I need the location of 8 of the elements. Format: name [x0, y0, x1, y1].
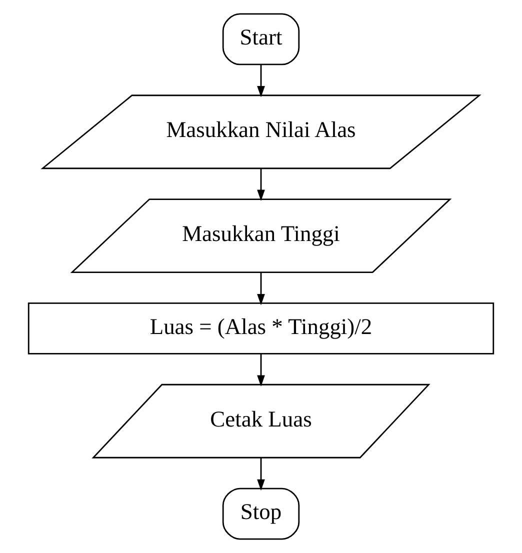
node-box: Stop [222, 488, 300, 540]
node-box: Start [222, 13, 300, 66]
arrow [257, 272, 265, 306]
arrow [257, 458, 265, 491]
arrow [257, 168, 265, 201]
node-box: Luas = (Alas * Tinggi)/2 [28, 302, 494, 354]
arrow [257, 354, 265, 387]
arrow [257, 64, 265, 98]
